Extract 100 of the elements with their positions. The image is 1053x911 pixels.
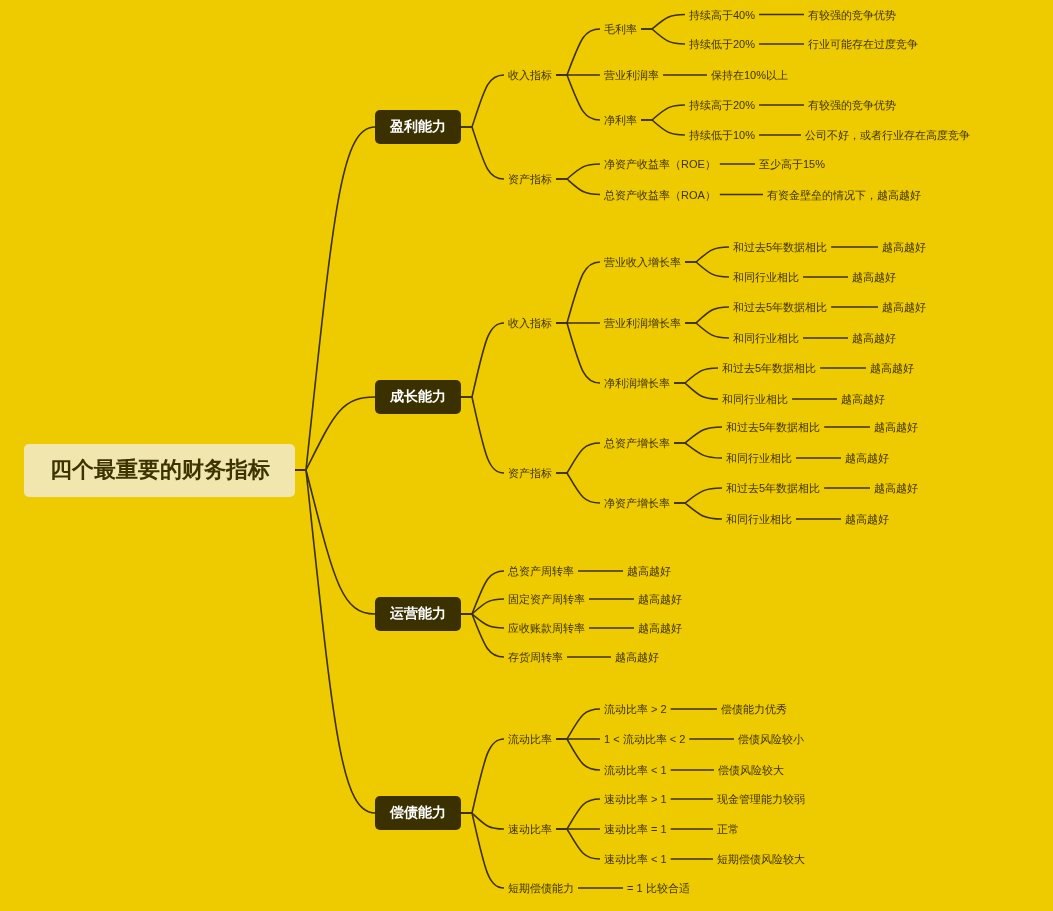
topic-label: 和同行业相比: [722, 451, 796, 465]
topic-label: 公司不好，或者行业存在高度竞争: [801, 128, 974, 142]
connector-line: [758, 13, 805, 16]
topic-label: 越高越好: [611, 650, 663, 664]
topic-label: 和过去5年数据相比: [729, 300, 832, 314]
topic-label: 毛利率: [600, 22, 641, 36]
topic-label: 资产指标: [504, 466, 556, 480]
topic-label: 越高越好: [841, 512, 893, 526]
topic-label: 资产指标: [504, 172, 556, 186]
branch-line: [555, 828, 601, 860]
topic-label: 和过去5年数据相比: [729, 240, 832, 254]
branch-line: [684, 261, 730, 278]
topic-label: 越高越好: [837, 392, 889, 406]
connector-line: [830, 246, 879, 248]
topic-label: 净资产收益率（ROE）: [600, 157, 720, 171]
topic-label: 正常: [713, 822, 743, 836]
topic-label: 偿债风险较大: [714, 763, 788, 777]
connector-line: [588, 627, 635, 629]
connector-line: [669, 858, 714, 860]
topic-label: 越高越好: [848, 331, 900, 345]
connector-line: [669, 798, 714, 800]
connector-line: [588, 598, 635, 600]
topic-label: 现金管理能力较弱: [713, 792, 809, 806]
topic-box: 运营能力: [375, 597, 461, 631]
topic-label: 存货周转率: [504, 650, 567, 664]
topic-box: 偿债能力: [375, 796, 461, 830]
topic-label: 总资产增长率: [600, 436, 674, 450]
topic-label: 持续低于10%: [685, 128, 760, 142]
connector-line: [823, 426, 871, 428]
connector-line: [577, 887, 624, 889]
connector-line: [758, 43, 805, 45]
topic-label: 和同行业相比: [729, 270, 803, 284]
branch-line: [460, 613, 505, 658]
topic-label: 速动比率 < 1: [600, 852, 671, 866]
topic-label: 持续高于20%: [685, 98, 760, 112]
branch-line: [555, 472, 601, 504]
topic-label: 短期偿债能力: [504, 881, 578, 895]
connector-line: [758, 104, 805, 106]
branch-line: [460, 812, 505, 889]
topic-label: 总资产收益率（ROA）: [600, 187, 720, 202]
topic-label: 越高越好: [866, 361, 918, 375]
topic-label: 和过去5年数据相比: [722, 420, 825, 434]
branch-line: [673, 502, 723, 520]
topic-label: 有较强的竞争优势: [804, 98, 900, 112]
topic-label: 越高越好: [870, 481, 922, 495]
connector-line: [758, 134, 802, 136]
connector-line: [669, 828, 714, 830]
central-topic-box: 四个最重要的财务指标: [24, 443, 295, 497]
topic-label: 营业利润率: [600, 68, 663, 82]
branch-line: [640, 28, 686, 45]
topic-label: 总资产周转率: [504, 564, 578, 578]
branch-line: [673, 442, 723, 459]
topic-label: 有资金壁垒的情况下，越高越好: [763, 187, 925, 202]
topic-label: 净资产增长率: [600, 496, 674, 510]
topic-label: 流动比率 > 2: [600, 702, 671, 716]
topic-label: 速动比率 > 1: [600, 792, 671, 806]
branch-line: [460, 126, 505, 180]
topic-label: 越高越好: [878, 300, 930, 314]
topic-label: 越高越好: [634, 592, 686, 606]
connector-line: [566, 656, 612, 658]
topic-label: 越高越好: [848, 270, 900, 284]
topic-label: 净利率: [600, 113, 641, 127]
topic-box: 成长能力: [375, 380, 461, 414]
connector-line: [791, 398, 838, 400]
branch-line: [555, 738, 601, 771]
topic-label: 和过去5年数据相比: [722, 481, 825, 495]
topic-label: 固定资产周转率: [504, 592, 589, 606]
topic-label: 营业利润增长率: [600, 316, 685, 330]
topic-label: 持续高于40%: [685, 7, 760, 22]
branch-line: [673, 382, 719, 400]
topic-label: 流动比率: [504, 732, 556, 746]
connector-line: [795, 518, 842, 520]
topic-label: 短期偿债风险较大: [713, 852, 809, 866]
topic-label: 偿债能力优秀: [717, 702, 791, 716]
connector-line: [719, 163, 756, 165]
topic-label: 1 < 流动比率 < 2: [600, 732, 690, 746]
connector-line: [819, 367, 867, 369]
topic-label: = 1 比较合适: [623, 881, 694, 895]
topic-label: 应收账款周转率: [504, 621, 589, 635]
topic-label: 和同行业相比: [729, 331, 803, 345]
topic-label: 收入指标: [504, 316, 556, 330]
topic-label: 越高越好: [634, 621, 686, 635]
branch-line: [640, 119, 686, 136]
topic-label: 偿债风险较小: [734, 732, 808, 746]
connector-line: [662, 74, 708, 76]
branch-line: [684, 322, 730, 339]
branch-line: [555, 322, 601, 384]
topic-label: 越高越好: [870, 420, 922, 434]
topic-label: 流动比率 < 1: [600, 763, 671, 777]
topic-label: 有较强的竞争优势: [804, 7, 900, 22]
topic-label: 和过去5年数据相比: [718, 361, 821, 375]
topic-label: 和同行业相比: [722, 512, 796, 526]
topic-label: 持续低于20%: [685, 37, 760, 51]
topic-label: 越高越好: [878, 240, 930, 254]
branch-line: [555, 178, 601, 196]
topic-label: 速动比率 = 1: [600, 822, 671, 836]
connector-line: [688, 738, 735, 740]
connector-line: [577, 570, 624, 572]
topic-label: 收入指标: [504, 68, 556, 82]
topic-label: 营业收入增长率: [600, 255, 685, 269]
